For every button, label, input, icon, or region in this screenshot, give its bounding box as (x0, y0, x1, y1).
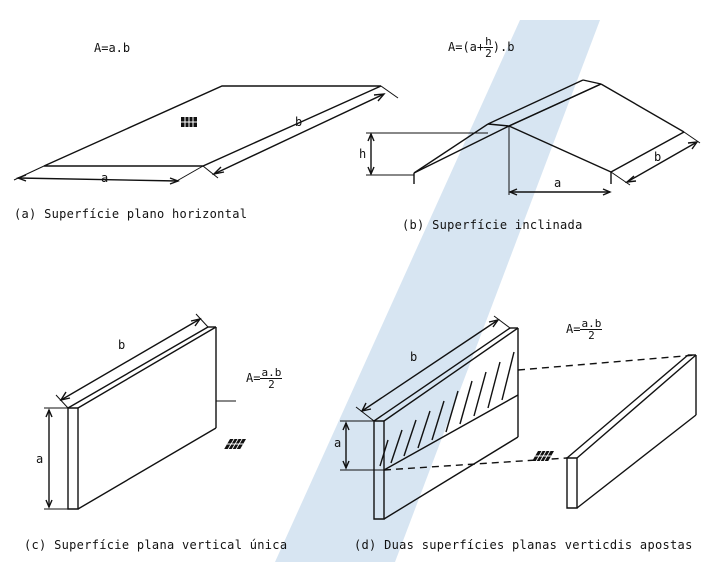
panel-d-caption: (d) Duas superfícies planas verticdis ap… (354, 538, 693, 552)
panel-d-dim-a: a (334, 436, 342, 450)
panel-d-formula-num: a.b (580, 317, 603, 330)
panel-c-wall (44, 313, 246, 510)
panel-b-dim-a: a (554, 176, 562, 190)
panel-b-dim-h: h (359, 147, 367, 161)
panel-b-formula-prefix: A=(a+ (448, 40, 485, 54)
panel-b-roof (366, 79, 701, 196)
panel-c-dim-a: a (36, 452, 44, 466)
panel-d-walls (340, 315, 697, 520)
panel-a-caption: (a) Superfície plano horizontal (14, 207, 248, 221)
panel-a-dim-a: a (101, 171, 109, 185)
watermark-stripe (275, 20, 600, 562)
panel-d-formula-den: 2 (588, 329, 595, 342)
panel-b-dim-b: b (654, 150, 662, 164)
panel-b-formula-den: 2 (485, 47, 492, 60)
panel-d-hatching (379, 351, 515, 467)
panel-a-dim-b: b (295, 115, 303, 129)
panel-b-formula-suffix: ).b (492, 40, 515, 54)
panel-d-dim-b: b (410, 350, 418, 364)
panel-c-caption: (c) Superfície plana vertical única (24, 538, 288, 552)
panel-c-dim-b: b (118, 338, 126, 352)
panel-c-formula-num: a.b (260, 366, 283, 379)
panel-a-formula: A=a.b (94, 41, 131, 55)
panel-c-formula-den: 2 (268, 378, 275, 391)
panel-d-formula-prefix: A= (566, 322, 581, 336)
panel-b-formula-num: h (484, 35, 493, 48)
panel-c-formula-prefix: A= (246, 371, 261, 385)
panel-b-caption: (b) Superfície inclinada (402, 218, 583, 232)
panel-a-plate (13, 85, 399, 185)
